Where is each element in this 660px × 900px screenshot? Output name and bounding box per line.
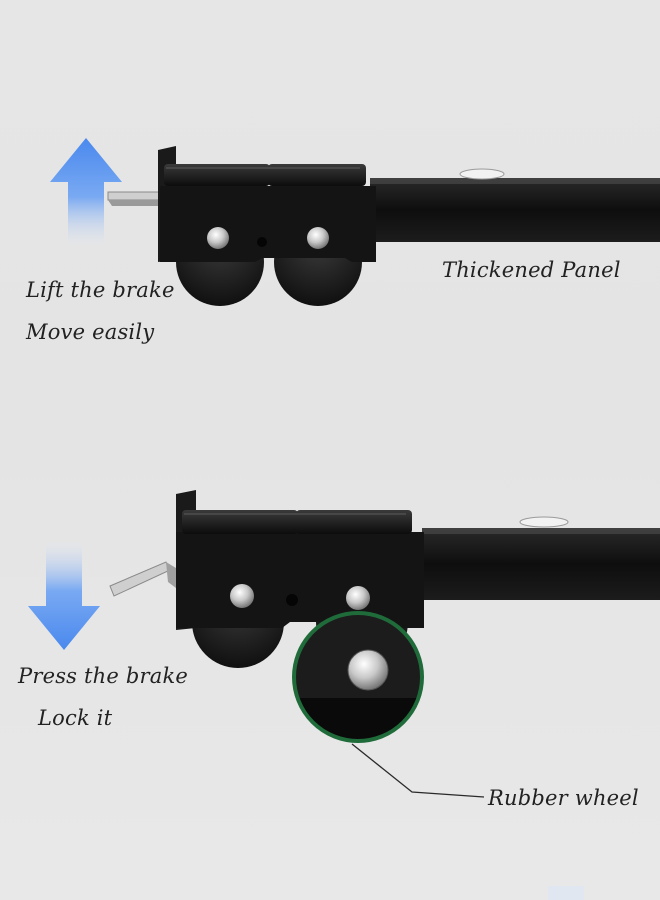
leader-line — [351, 743, 485, 798]
press-brake-label: Press the brake — [18, 664, 189, 688]
arrow-down-icon — [28, 542, 100, 650]
rubber-wheel-zoom — [292, 611, 424, 743]
caster-bottom — [28, 490, 660, 668]
arrow-up-icon — [50, 138, 122, 245]
lift-brake-label: Lift the brake — [26, 278, 175, 302]
move-easily-label: Move easily — [26, 320, 155, 344]
caster-top — [50, 138, 660, 306]
lock-it-label: Lock it — [38, 706, 113, 730]
thickened-panel-label: Thickened Panel — [442, 258, 621, 282]
rubber-wheel-label: Rubber wheel — [488, 786, 639, 810]
